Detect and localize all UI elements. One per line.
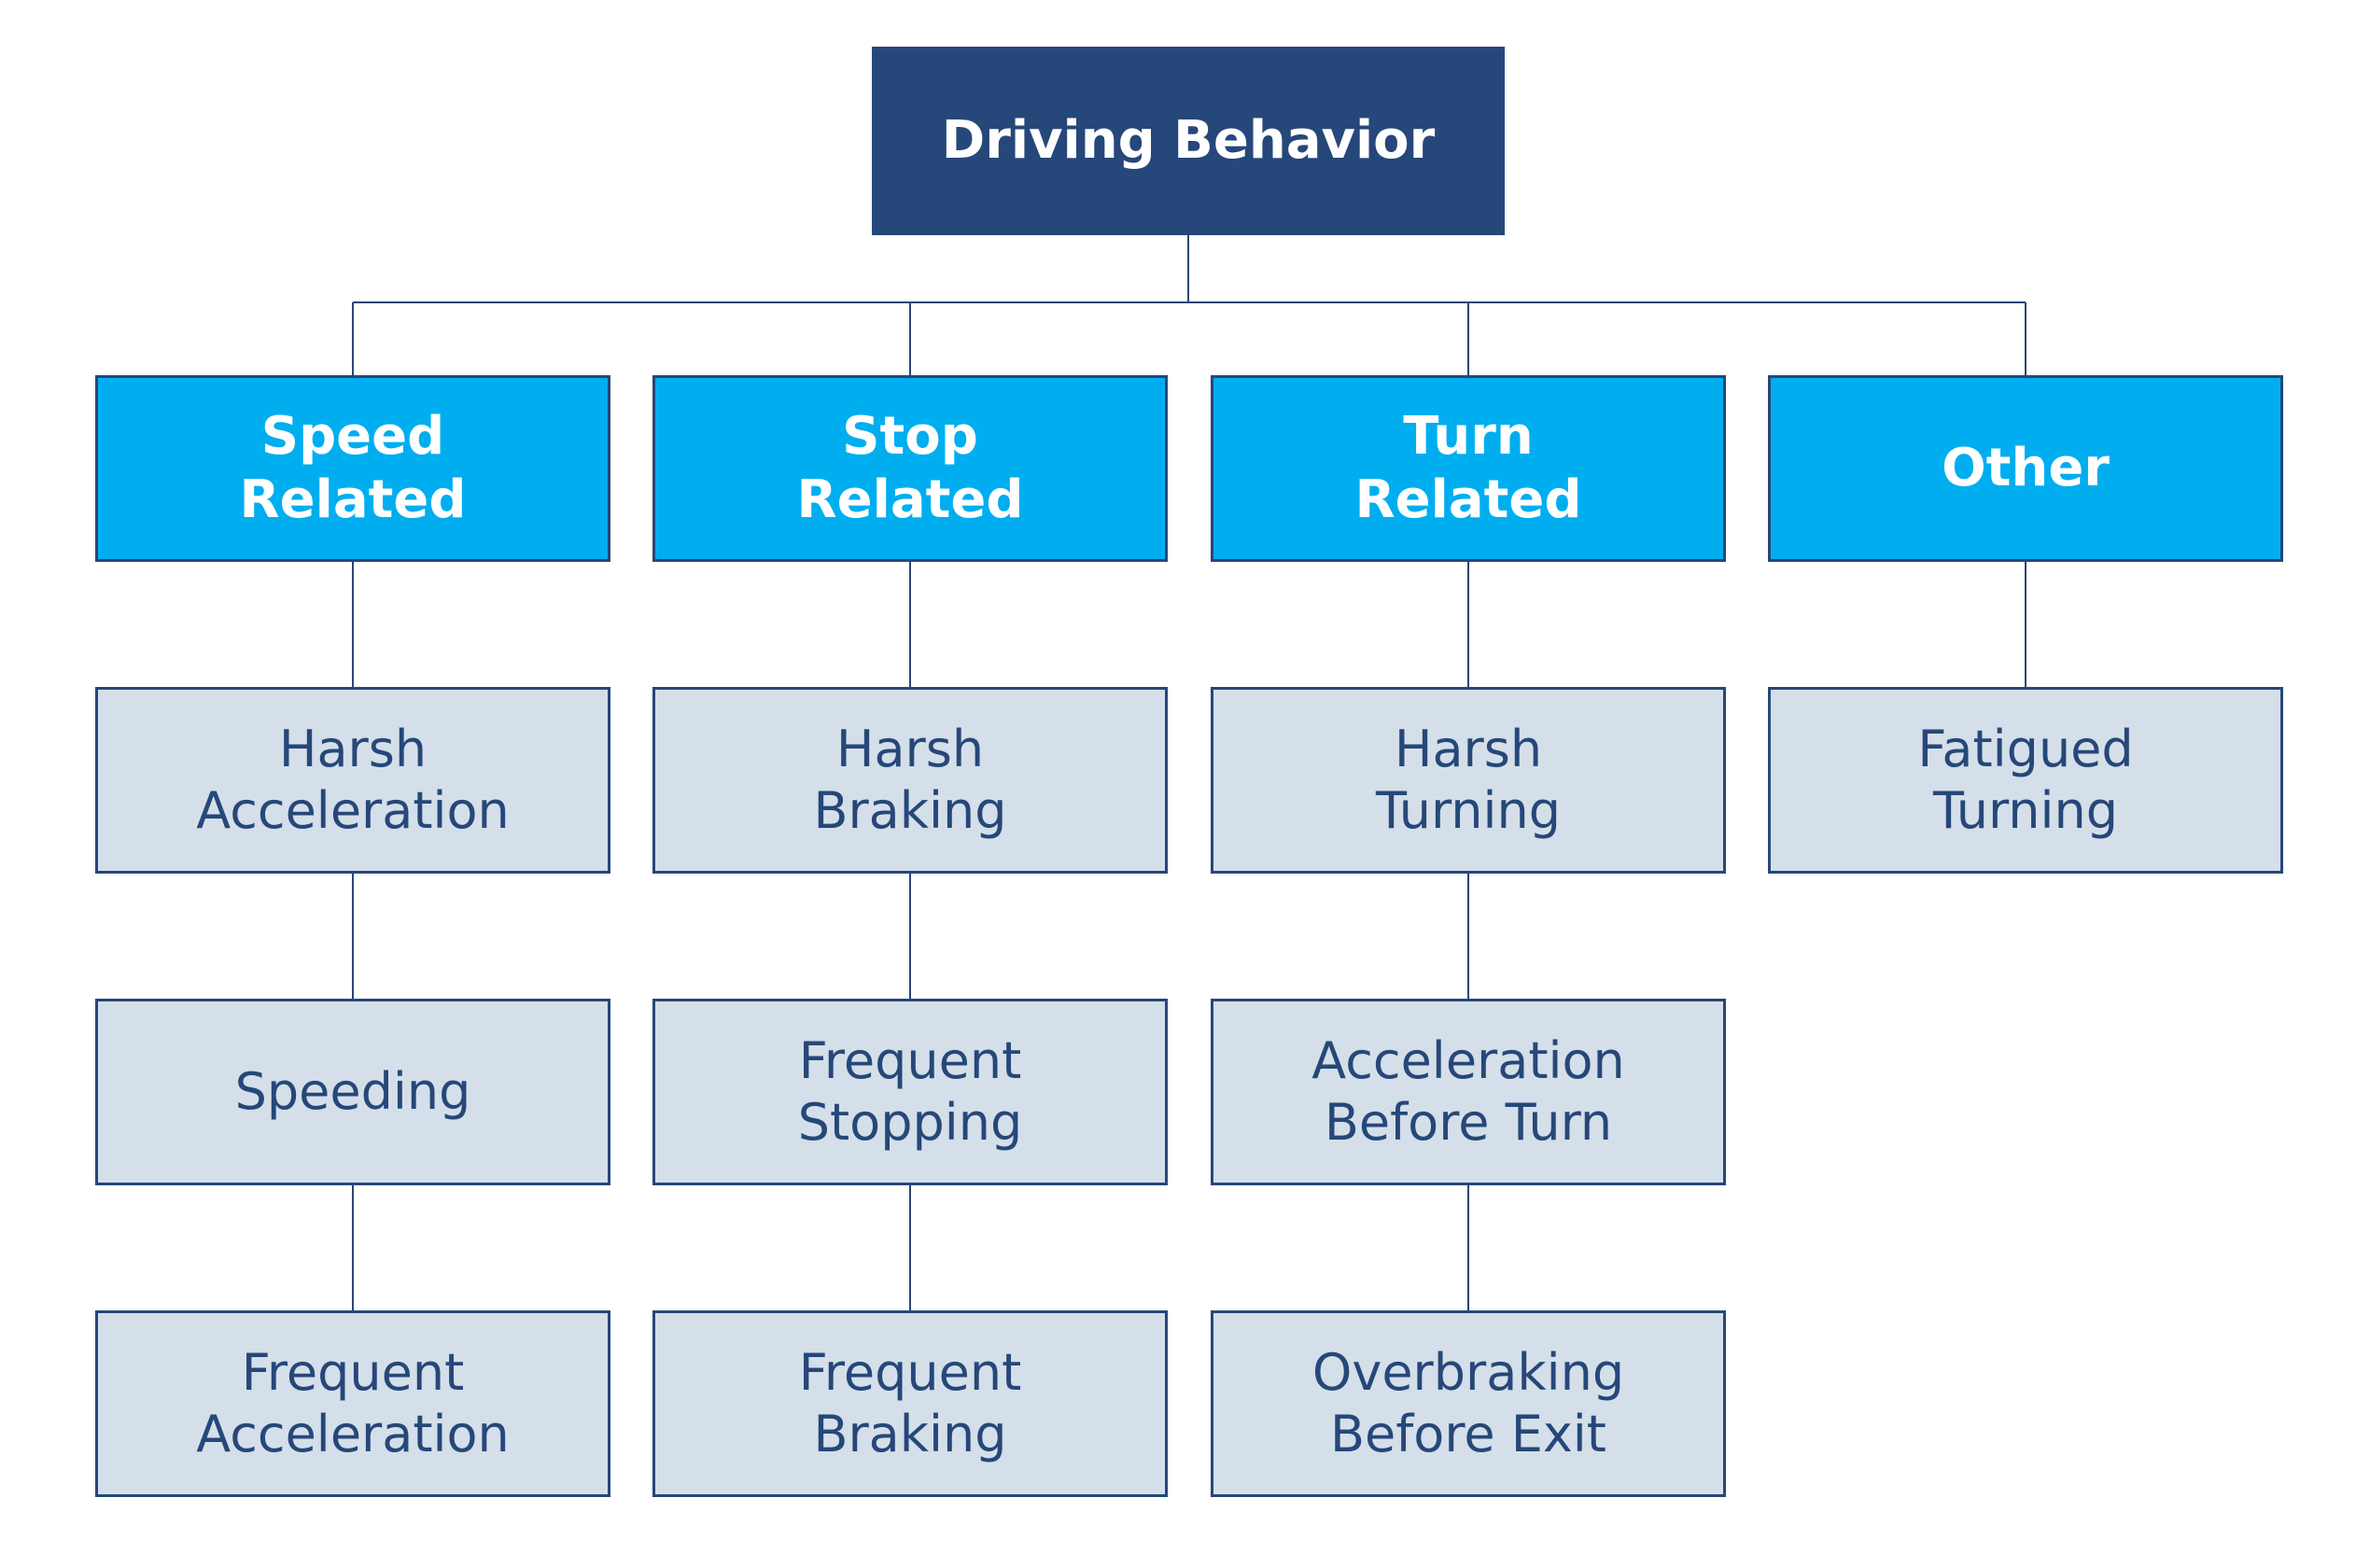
node-harsh-acceleration: Harsh Acceleration [95, 687, 610, 874]
category-speed-related: Speed Related [95, 375, 610, 562]
node-frequent-braking: Frequent Braking [652, 1310, 1168, 1497]
node-acceleration-before-turn: Acceleration Before Turn [1211, 999, 1726, 1185]
node-frequent-stopping: Frequent Stopping [652, 999, 1168, 1185]
node-overbraking-before-exit: Overbraking Before Exit [1211, 1310, 1726, 1497]
node-harsh-turning: Harsh Turning [1211, 687, 1726, 874]
category-stop-related: Stop Related [652, 375, 1168, 562]
category-other: Other [1768, 375, 2283, 562]
node-speeding: Speeding [95, 999, 610, 1185]
node-frequent-acceleration: Frequent Acceleration [95, 1310, 610, 1497]
node-fatigued-turning: Fatigued Turning [1768, 687, 2283, 874]
category-turn-related: Turn Related [1211, 375, 1726, 562]
node-harsh-braking: Harsh Braking [652, 687, 1168, 874]
root-node: Driving Behavior [872, 47, 1505, 235]
